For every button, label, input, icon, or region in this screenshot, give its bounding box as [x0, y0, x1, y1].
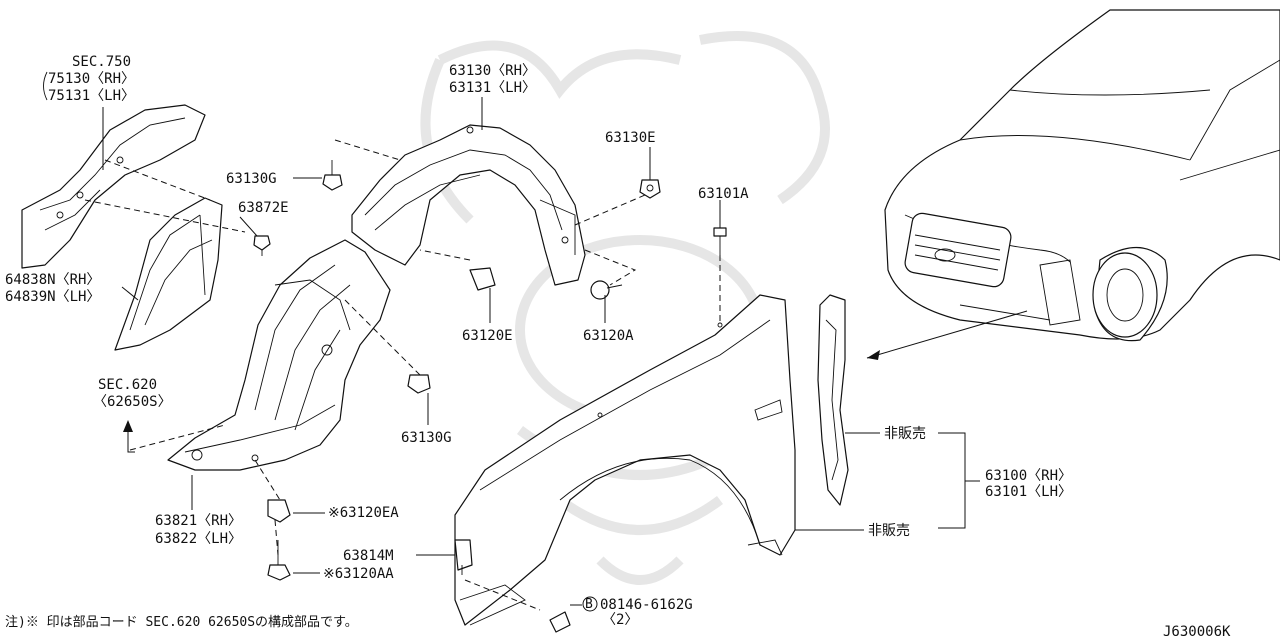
label-not-for-sale-2: 非販売 — [868, 523, 910, 539]
lower-side-member — [114, 197, 223, 351]
car-illustration — [866, 9, 1280, 360]
sec750-bracket — [43, 71, 48, 101]
bolt-63101a — [713, 227, 727, 255]
bolt-b-marker — [582, 596, 598, 612]
label-sec750: SEC.750 75130〈RH〉 75131〈LH〉 — [48, 54, 135, 104]
svg-text:SEC.620: SEC.620 — [98, 377, 157, 393]
label-63120ea: ※63120EA — [328, 505, 399, 521]
clip-63120ea — [267, 499, 291, 523]
footnote: 注)※ 印は部品コード SEC.620 62650Sの構成部品です。 — [5, 615, 358, 630]
bolt-08146 — [549, 611, 571, 633]
svg-text:75131〈LH〉: 75131〈LH〉 — [48, 88, 135, 104]
diagram-code: J630006K — [1163, 624, 1231, 639]
clip-63120aa — [267, 540, 291, 581]
detail-arrowhead — [867, 350, 880, 360]
label-not-for-sale-1: 非販売 — [884, 426, 926, 442]
svg-text:63100〈RH〉: 63100〈RH〉 — [985, 468, 1072, 484]
label-64838n: 64838N〈RH〉 64839N〈LH〉 — [5, 272, 100, 305]
front-fender — [454, 294, 796, 626]
svg-text:08146-6162G: 08146-6162G — [600, 597, 693, 613]
sec620-arrowhead — [123, 420, 133, 432]
label-63120aa: ※63120AA — [323, 566, 394, 582]
label-63130e: 63130E — [605, 130, 656, 146]
svg-text:B: B — [585, 597, 593, 612]
screw-63120a — [590, 280, 623, 300]
svg-text:63130〈RH〉: 63130〈RH〉 — [449, 63, 536, 79]
svg-text:64838N〈RH〉: 64838N〈RH〉 — [5, 272, 100, 288]
leader-lines — [102, 97, 980, 606]
upper-side-member — [21, 104, 206, 269]
svg-text:75130〈RH〉: 75130〈RH〉 — [48, 71, 135, 87]
label-63872e: 63872E — [238, 200, 289, 216]
svg-text:64839N〈LH〉: 64839N〈LH〉 — [5, 289, 100, 305]
svg-text:63131〈LH〉: 63131〈LH〉 — [449, 80, 536, 96]
label-63821: 63821〈RH〉 63822〈LH〉 — [155, 513, 242, 547]
svg-text:SEC.750: SEC.750 — [72, 54, 131, 70]
label-63814m: 63814M — [343, 548, 394, 564]
label-63130: 63130〈RH〉 63131〈LH〉 — [449, 63, 536, 96]
fender-protector — [351, 124, 586, 286]
detail-arrow-line — [866, 310, 1028, 359]
splash-shield — [167, 239, 391, 471]
bracket-63814m — [454, 539, 473, 575]
label-63100: 63100〈RH〉 63101〈LH〉 — [985, 468, 1072, 500]
label-08146: B 08146-6162G 〈2〉 — [582, 596, 693, 628]
label-63130g-top: 63130G — [226, 171, 277, 187]
clip-63120e — [469, 267, 496, 291]
label-63120e: 63120E — [462, 328, 513, 344]
label-63101a: 63101A — [698, 186, 749, 202]
fender-seal — [817, 294, 849, 506]
svg-text:〈2〉: 〈2〉 — [602, 612, 638, 628]
label-sec620: SEC.620 〈62650S〉 — [93, 377, 172, 410]
label-63120a: 63120A — [583, 328, 634, 344]
clip-63872e — [253, 235, 271, 256]
svg-text:63822〈LH〉: 63822〈LH〉 — [155, 531, 242, 547]
svg-text:〈62650S〉: 〈62650S〉 — [93, 394, 172, 410]
clip-63130e — [639, 179, 661, 199]
svg-text:63101〈LH〉: 63101〈LH〉 — [985, 484, 1072, 500]
clip-63130g-mid — [407, 374, 431, 394]
svg-text:63821〈RH〉: 63821〈RH〉 — [155, 513, 242, 529]
label-63130g-mid: 63130G — [401, 430, 452, 446]
clip-63130g-top — [322, 160, 343, 191]
